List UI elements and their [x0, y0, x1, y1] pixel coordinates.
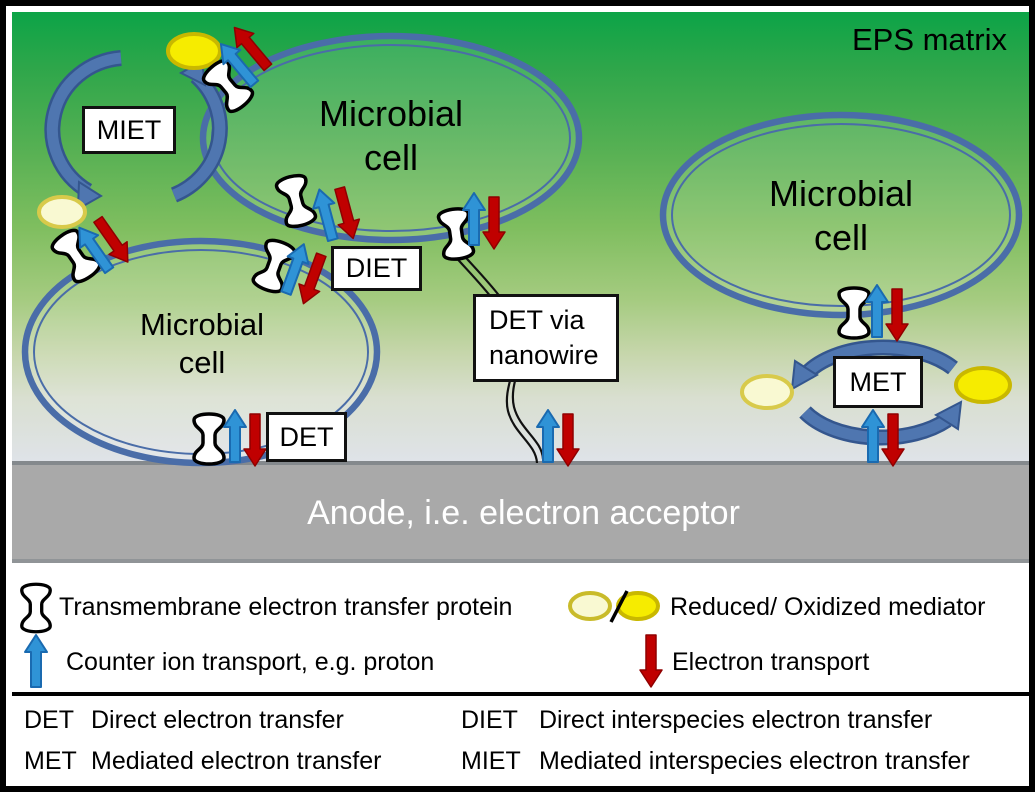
miet-label: MIET: [96, 114, 162, 145]
reduced-mediator-icon: [37, 195, 87, 229]
met-label-box: MET: [833, 356, 923, 408]
det-via-nanowire-label-box: DET via nanowire: [473, 294, 619, 382]
anode-label: Anode, i.e. electron acceptor: [307, 494, 740, 532]
legend-electron-text: Electron transport: [672, 648, 870, 676]
reduced-mediator-icon: [740, 374, 794, 410]
abbr-diet: DIET: [461, 706, 518, 734]
diet-label-box: DIET: [331, 246, 422, 291]
miet-label-box: MIET: [82, 106, 176, 154]
microbial-cell-upper-label: Microbial cell: [318, 93, 464, 178]
section-divider: [12, 692, 1029, 696]
abbr-met: MET: [24, 747, 77, 775]
abbr-diet-definition: Direct interspecies electron transfer: [539, 706, 933, 734]
microbial-cell-lower-left: [21, 237, 381, 467]
abbr-miet-definition: Mediated interspecies electron transfer: [539, 747, 970, 775]
legend-counter-ion-arrow-icon: [24, 634, 48, 688]
eps-matrix-label: EPS matrix: [851, 22, 1007, 57]
diet-label: DIET: [345, 253, 408, 283]
det-label-box: DET: [266, 412, 347, 462]
oxidized-mediator-icon: [954, 366, 1012, 404]
abbr-met-definition: Mediated electron transfer: [91, 747, 382, 775]
det-via-nanowire-label: DET via nanowire: [489, 304, 599, 370]
legend-mediator-text: Reduced/ Oxidized mediator: [670, 593, 986, 621]
diagram-canvas: [20, 19, 1023, 688]
abbr-miet: MIET: [461, 747, 521, 775]
abbr-det: DET: [24, 706, 74, 734]
oxidized-mediator-icon: [166, 32, 222, 70]
legend-mediator-icons: [568, 590, 660, 623]
legend-electron-arrow-icon: [639, 634, 663, 688]
miet-mediator-cycle-icon: [44, 50, 228, 211]
det-label: DET: [279, 421, 334, 452]
legend-counter-ion-text: Counter ion transport, e.g. proton: [66, 648, 435, 676]
microbial-cell-lower-left-label: Microbial cell: [139, 307, 265, 380]
microbial-cell-right: [659, 111, 1023, 319]
abbr-det-definition: Direct electron transfer: [91, 706, 344, 734]
met-label: MET: [849, 366, 907, 397]
anode-bar: [12, 461, 1029, 563]
microbial-cell-right-label: Microbial cell: [768, 173, 914, 258]
legend-transmembrane-text: Transmembrane electron transfer protein: [59, 593, 513, 621]
legend-transmembrane-protein-icon: [20, 582, 52, 634]
ion-electron-arrow-pair: [536, 409, 580, 467]
